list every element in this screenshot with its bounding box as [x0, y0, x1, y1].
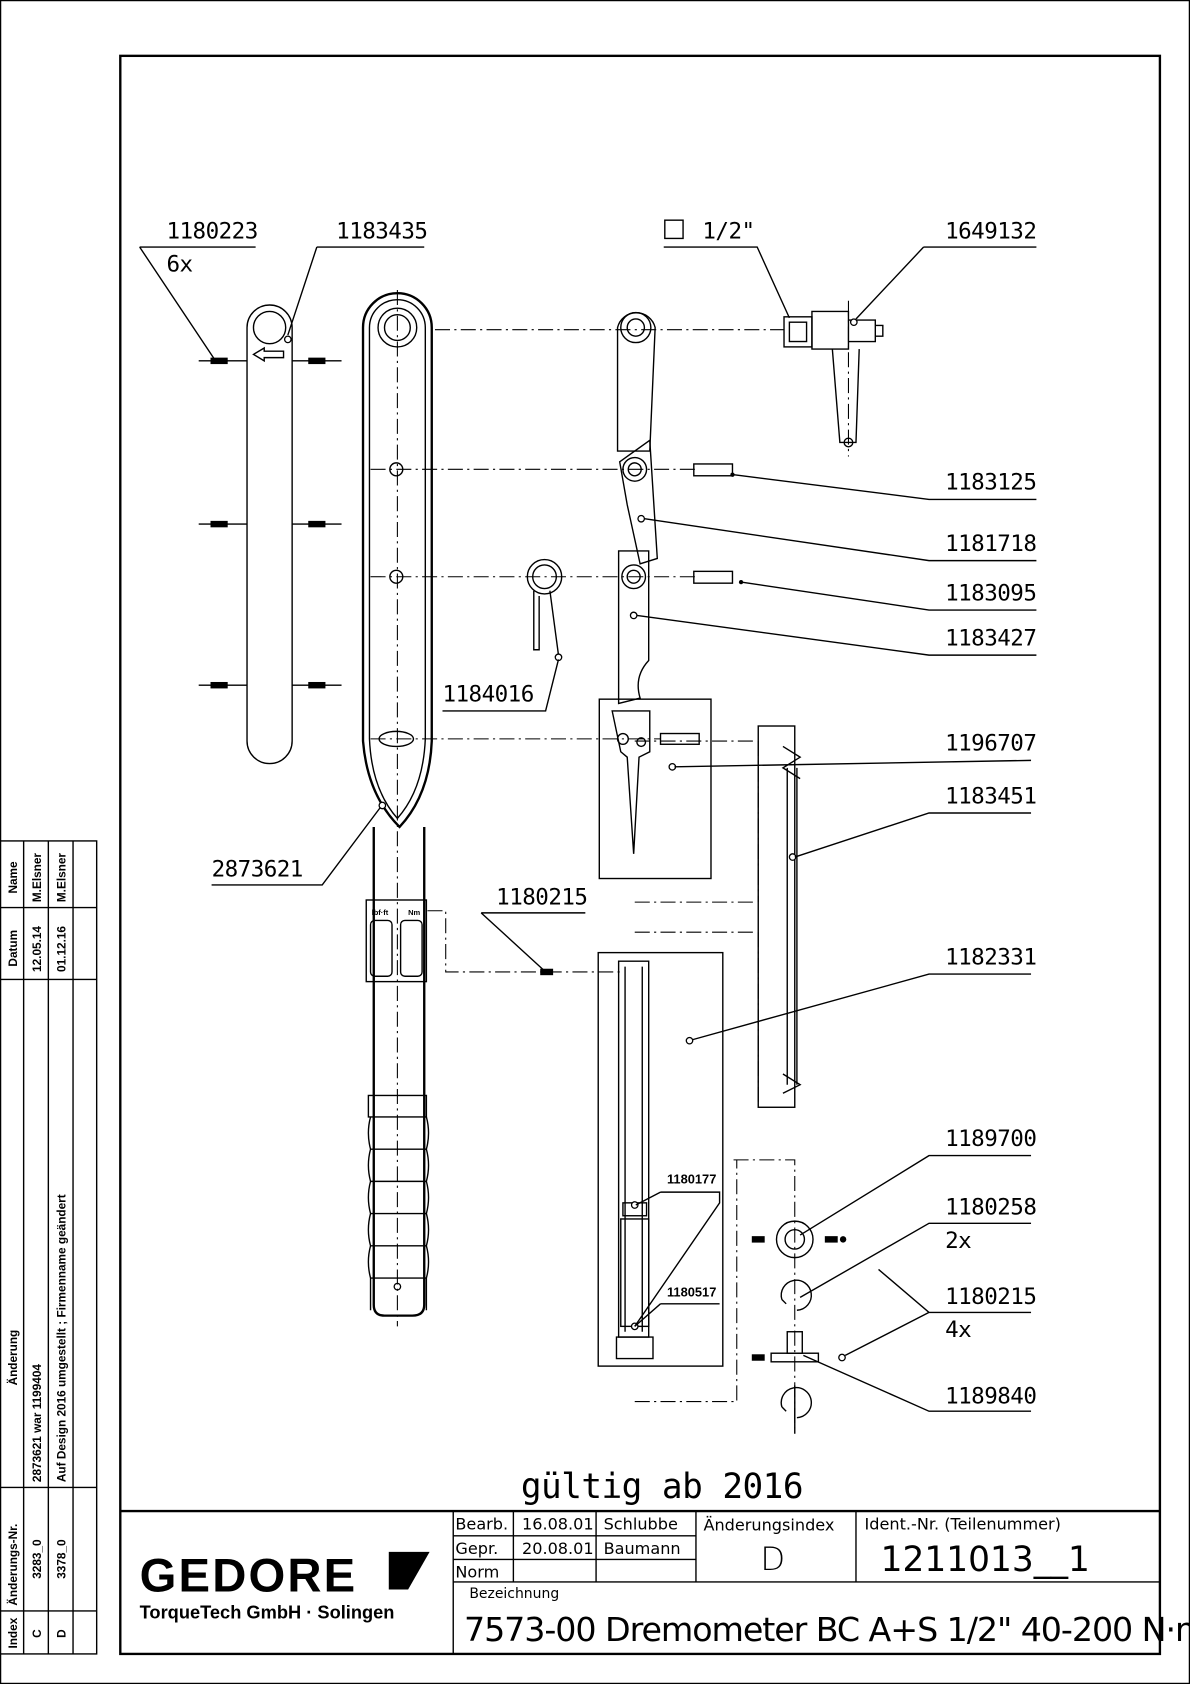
callout: 1182331	[945, 944, 1036, 970]
row-c-index: C	[30, 1629, 44, 1638]
row-date: 20.08.01	[522, 1539, 594, 1558]
drawing-frame	[119, 54, 1162, 1656]
scale-mark-lbfft: lbf·ft	[372, 908, 389, 917]
pawl-assembly	[598, 698, 712, 880]
side-plate	[198, 304, 342, 765]
callout: 1183427	[945, 625, 1036, 651]
row-d-change-no: 3378_0	[55, 1539, 69, 1579]
callout: 1184016	[442, 681, 533, 707]
callout: 1183451	[945, 783, 1036, 809]
callout: 1183125	[945, 470, 1036, 496]
callout-qty: 6x	[166, 252, 192, 278]
row-label: Gepr.	[455, 1539, 498, 1558]
designation: 7573-00 Dremometer BC A+S 1/2" 40-200 N·…	[464, 1610, 1190, 1649]
row-d-name: M.Elsner	[55, 853, 69, 903]
ident-label: Ident.-Nr. (Teilenummer)	[865, 1514, 1061, 1533]
callout: 1180258	[945, 1195, 1036, 1221]
wrench-body: lbf·ft Nm	[361, 289, 433, 1327]
callout: 1180215	[496, 884, 587, 910]
svg-text:GEDORE: GEDORE	[140, 1550, 358, 1603]
header-change: Änderung	[6, 1330, 20, 1386]
title-block: GEDORE TorqueTech GmbH · Solingen Bearb.…	[120, 1509, 1190, 1654]
row-name: Baumann	[604, 1539, 681, 1558]
callout: 1183095	[945, 580, 1036, 606]
row-name: Schlubbe	[604, 1514, 678, 1533]
validity-note: gültig ab 2016	[521, 1467, 803, 1507]
callout: 1189700	[945, 1126, 1036, 1152]
header-date: Datum	[6, 930, 20, 967]
row-label: Bearb.	[455, 1514, 508, 1533]
lever-parts	[526, 300, 884, 705]
assembly-centerlines	[370, 329, 796, 1429]
small-parts	[751, 1220, 847, 1434]
scale-mark-nm: Nm	[408, 908, 420, 917]
row-date: 16.08.01	[522, 1514, 594, 1533]
spring-1183451	[757, 725, 802, 1108]
row-label: Norm	[455, 1563, 499, 1582]
change-index: D	[760, 1540, 785, 1578]
callout: 1/2"	[702, 218, 754, 244]
row-c-date: 12.05.14	[30, 926, 44, 972]
callout: 1180223	[166, 218, 257, 244]
header-name: Name	[6, 861, 20, 894]
designation-label: Bezeichnung	[469, 1586, 559, 1602]
callout-qty: 4x	[945, 1317, 971, 1343]
company-name: TorqueTech GmbH · Solingen	[140, 1601, 395, 1622]
row-c-change-no: 3283_0	[30, 1539, 44, 1579]
callout: 1189840	[945, 1384, 1036, 1410]
callout: 2873621	[212, 856, 303, 882]
revision-table: Name Datum Änderung Änderungs-Nr. Index …	[0, 840, 98, 1655]
square-drive-icon	[664, 219, 684, 240]
row-c-name: M.Elsner	[30, 853, 44, 903]
row-d-change: Auf Design 2016 umgestellt ; Firmenname …	[55, 1194, 69, 1482]
callout-qty: 2x	[945, 1228, 971, 1254]
callout: 1180177	[667, 1172, 716, 1187]
row-d-date: 01.12.16	[55, 926, 69, 972]
tube-assembly	[540, 951, 724, 1367]
callout: 1649132	[945, 218, 1036, 244]
row-c-change: 2873621 war 1199404	[30, 1364, 44, 1483]
callout: 1196707	[945, 731, 1036, 757]
callout: 1183435	[336, 218, 427, 244]
row-d-index: D	[55, 1629, 69, 1638]
callout-labels: 1180223 6x 1183435 1/2" 1649132 1183125 …	[166, 218, 1036, 1409]
callout: 1180215	[945, 1284, 1036, 1310]
logo: GEDORE	[140, 1550, 430, 1603]
callout: 1181718	[945, 531, 1036, 557]
header-change-no: Änderungs-Nr.	[6, 1524, 20, 1606]
ident-number: 1211013__1	[881, 1540, 1090, 1580]
callout: 1180517	[667, 1284, 716, 1299]
header-index: Index	[6, 1617, 20, 1648]
leader-lines	[139, 246, 1037, 1412]
pins-1180223	[198, 357, 342, 689]
change-index-label: Änderungsindex	[703, 1515, 834, 1534]
